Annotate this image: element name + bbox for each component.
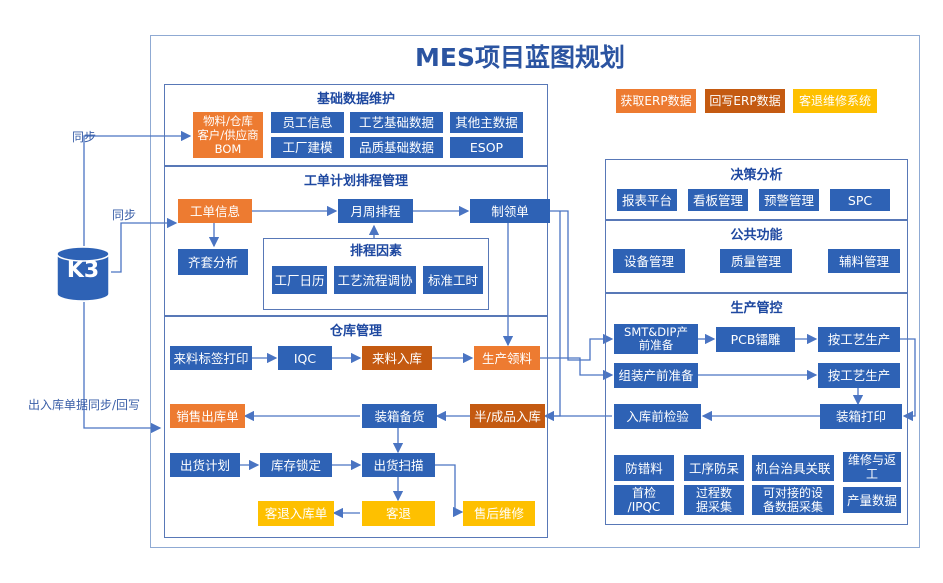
anti-wrong-material: 防错料 (614, 455, 674, 481)
plan-title: 工单计划排程管理 (303, 174, 408, 189)
sales-outbound-order: 销售出库单 (170, 404, 245, 428)
incoming-stock-in: 来料入库 (362, 346, 432, 370)
inventory-lock: 库存锁定 (260, 453, 332, 477)
employee-info: 员工信息 (271, 112, 344, 133)
repair-rework: 维修与返 工 (843, 452, 901, 482)
output-data: 产量数据 (843, 487, 901, 513)
machine-fixture-link: 机台治具关联 (752, 455, 834, 481)
legend-get-erp: 获取ERP数据 (616, 89, 696, 113)
requisition-order: 制领单 (470, 199, 550, 223)
schedule-factors-panel (263, 238, 489, 310)
legend-write-erp: 回写ERP数据 (705, 89, 785, 113)
decision-panel (605, 159, 908, 220)
pcb-laser-marking: PCB镭雕 (716, 327, 795, 352)
blueprint-frame (150, 35, 920, 548)
shipment-scan: 出货扫描 (362, 453, 435, 477)
kit-analysis: 齐套分析 (178, 249, 248, 275)
basic-data-panel (164, 84, 548, 166)
monthly-weekly-schedule: 月周排程 (338, 199, 413, 223)
incoming-label-print: 来料标签打印 (170, 346, 252, 370)
plan-panel (164, 166, 548, 316)
material-customer-bom: 物料/仓库 客户/供应商 BOM (193, 112, 263, 158)
customer-return: 客退 (362, 501, 435, 526)
quality-management: 质量管理 (720, 249, 792, 273)
equipment-management: 设备管理 (613, 249, 685, 273)
smt-dip-prep: SMT&DIP产 前准备 (614, 324, 698, 354)
process-production-1: 按工艺生产 (818, 327, 900, 352)
schedule-factors-title: 排程因素 (349, 244, 402, 259)
io-sync-label: 出入库单据同步/回写 (28, 398, 141, 412)
standard-hours: 标准工时 (423, 266, 483, 294)
after-sales-repair: 售后维修 (463, 501, 535, 526)
alert-management: 预警管理 (759, 189, 819, 211)
factory-calendar: 工厂日历 (272, 266, 327, 294)
process-data-collection: 过程数 据采集 (684, 485, 744, 515)
production-picking: 生产领料 (474, 346, 540, 370)
equipment-data-collection: 可对接的设 备数据采集 (752, 485, 834, 515)
shipment-plan: 出货计划 (170, 453, 240, 477)
sync-label-plan: 同步 (112, 208, 137, 222)
process-basic-data: 工艺基础数据 (350, 112, 443, 133)
process-flow-adjust: 工艺流程调协 (334, 266, 416, 294)
assembly-prep: 组装产前准备 (614, 363, 698, 388)
esop: ESOP (450, 137, 523, 158)
page-title: MES项目蓝图规划 (415, 43, 625, 72)
pre-stock-inspection: 入库前检验 (614, 404, 701, 429)
process-foolproof: 工序防呆 (684, 455, 744, 481)
legend-return-repair: 客退维修系统 (793, 89, 877, 113)
production-title: 生产管控 (730, 301, 783, 316)
iqc: IQC (278, 346, 332, 370)
work-order-info: 工单信息 (178, 199, 252, 223)
process-production-2: 按工艺生产 (818, 363, 900, 388)
production-panel (605, 293, 908, 525)
report-platform: 报表平台 (617, 189, 677, 211)
basic-data-title: 基础数据维护 (316, 92, 395, 107)
packing-print: 装箱打印 (820, 404, 902, 429)
first-inspection-ipqc: 首检 /IPQC (614, 485, 674, 515)
common-panel (605, 220, 908, 293)
warehouse-panel (164, 316, 548, 538)
common-title: 公共功能 (730, 228, 783, 243)
warehouse-title: 仓库管理 (329, 324, 382, 339)
sync-label-basic: 同步 (72, 130, 97, 144)
spc: SPC (830, 189, 890, 211)
customer-return-stock-in: 客退入库单 (258, 501, 334, 526)
auxiliary-material-management: 辅料管理 (828, 249, 900, 273)
dashboard-management: 看板管理 (688, 189, 748, 211)
packing-stocking: 装箱备货 (362, 404, 437, 428)
semi-finished-stock-in: 半/成品入库 (470, 404, 545, 428)
decision-title: 决策分析 (730, 168, 783, 183)
quality-basic-data: 品质基础数据 (350, 137, 443, 158)
k3-label: K3 (66, 258, 100, 283)
k3-database-icon (56, 246, 110, 302)
factory-modeling: 工厂建模 (271, 137, 344, 158)
other-master-data: 其他主数据 (450, 112, 523, 133)
